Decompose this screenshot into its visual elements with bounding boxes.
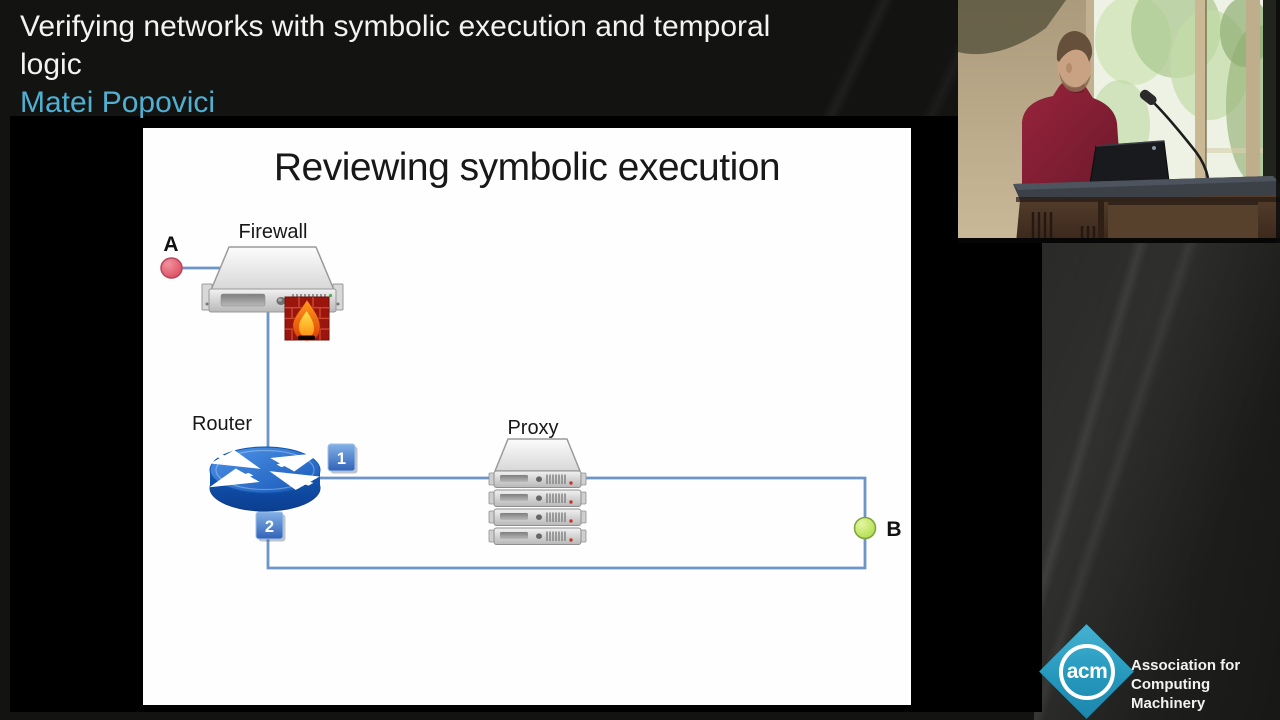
presentation-slide: Reviewing symbolic execution (143, 128, 911, 705)
podium (1013, 176, 1280, 243)
firewall-label: Firewall (239, 221, 308, 243)
microphone (1139, 89, 1210, 179)
talk-title-line1: Verifying networks with symbolic executi… (20, 10, 771, 43)
video-border (958, 238, 1280, 243)
proxy-label: Proxy (507, 417, 558, 439)
endpoint-b-dot (853, 516, 877, 540)
endpoint-b-label: B (886, 518, 901, 541)
router-icon (209, 446, 321, 512)
router-label: Router (192, 413, 252, 435)
acm-org-line1: Association for (1131, 657, 1241, 674)
endpoint-a-label: A (163, 233, 178, 256)
port-2-badge: 2 (255, 511, 286, 542)
proxy-icon (488, 438, 587, 546)
port-2-label: 2 (265, 518, 274, 536)
fire-icon (284, 296, 330, 341)
hair (1056, 31, 1093, 62)
head (1057, 44, 1091, 88)
acm-logo-circle: acm (1059, 644, 1115, 700)
network-diagram: A Firewall (160, 221, 902, 570)
slide-title: Reviewing symbolic execution (273, 146, 781, 189)
link-router-proxy-b-loop (266, 476, 867, 570)
beard (1059, 72, 1091, 92)
acm-org-line2: Computing Machinery (1131, 676, 1211, 712)
wall-shadow (958, 0, 1066, 55)
talk-title-line2: logic (20, 48, 82, 81)
speaker-video (958, 0, 1280, 243)
endpoint-a-dot (160, 257, 183, 279)
port-1-label: 1 (337, 450, 346, 468)
speaker-name: Matei Popovici (20, 86, 216, 119)
acm-logo-text: acm (1066, 660, 1108, 683)
port-1-badge: 1 (327, 443, 358, 474)
talk-header: Verifying networks with symbolic executi… (20, 8, 950, 122)
acm-org-name: Association for Computing Machinery (1131, 656, 1280, 713)
